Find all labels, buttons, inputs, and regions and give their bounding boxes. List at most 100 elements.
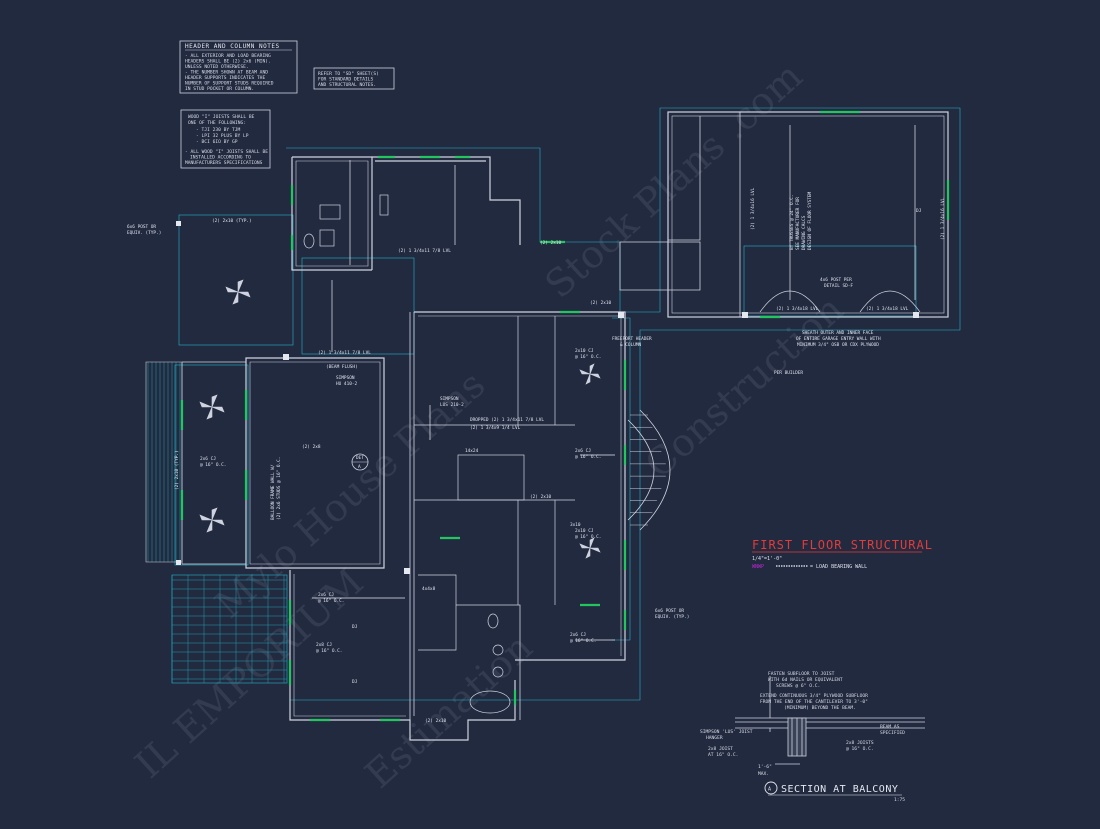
- note-line: UNLESS NOTED OTHERWISE.: [185, 64, 249, 70]
- callout-label: DET: [356, 455, 364, 461]
- balloon-wall-label: (2) 2x6 STUDS @ 16" O.C.: [276, 457, 282, 520]
- note-line: - ALL EXTERIOR AND LOAD BEARING: [185, 53, 271, 59]
- sheath-note: MINIMUM 3/4" OSB OR CDX PLYWOOD: [797, 342, 879, 348]
- section-note: HANGER: [706, 735, 723, 741]
- section-note: 2x8 JOIST: [708, 746, 733, 752]
- hanger-label: SIMPSON: [336, 375, 355, 381]
- note-line: IN STUD POCKET OR COLUMN.: [185, 86, 254, 92]
- freeport-label: FREEPORT HEADER: [612, 336, 652, 342]
- beam-label: (2) 1 3/4x9 1/4 LVL: [470, 425, 521, 431]
- garage-beams: [759, 290, 921, 313]
- beam-label: (2) 1 3/4x11 7/8 LVL: [318, 350, 371, 356]
- joist-label: @ 16" O.C.: [575, 354, 601, 360]
- fan-icon: [199, 394, 225, 420]
- header-label: (2) 2x10: [590, 300, 612, 306]
- appliance-icon: [319, 204, 341, 220]
- beam-label: (2) 1 3/4x16 LVL: [940, 197, 946, 240]
- fixtures: [303, 194, 511, 714]
- plan-labels: 6x6 POST OR EQUIV. (TYP.) (2) 2x10 (TYP.…: [127, 187, 946, 724]
- beam-label: (2) 1 3/4x11 7/8 LVL: [398, 248, 451, 254]
- section-note: SPECIFIED: [880, 730, 905, 736]
- section-dim: 1'-6": [758, 764, 772, 770]
- header-label: 3x10: [570, 522, 581, 528]
- posts: [176, 221, 919, 574]
- per-builder-label: PER BUILDER: [774, 370, 803, 376]
- header-label: (2) 2x8: [302, 444, 321, 450]
- section-detail: FASTEN SUBFLOOR TO JOIST WITH 6d NAILS O…: [700, 671, 925, 803]
- joist-label: 2x6 CJ: [570, 632, 586, 638]
- post-label: 4x6 POST PER: [820, 277, 852, 283]
- fan-icon: [199, 507, 225, 533]
- joist-label: @ 16" O.C.: [200, 462, 226, 468]
- garage-note: DESIGN OF FLOOR SYSTEM: [807, 191, 813, 250]
- garage-note: DRAWING CALCS: [801, 215, 807, 250]
- joist-label: @ 16" O.C.: [575, 534, 601, 540]
- legend-text: = LOAD BEARING WALL: [810, 564, 867, 570]
- section-note: @ 16" O.C.: [846, 746, 874, 752]
- section-note: 2x8 JOISTS: [846, 740, 874, 746]
- dj-label: DJ: [352, 624, 358, 630]
- girder-label: (2) 2x10 (TYP.): [174, 450, 180, 490]
- section-note: EXTEND CONTINUOUS 3/4" PLYWOOD SUBFLOOR: [760, 693, 868, 699]
- dj-label: DJ: [916, 208, 922, 214]
- garage-note: SEE MANUFACTURER FOR: [795, 197, 801, 250]
- joist-label: 2x10 CJ: [575, 348, 594, 354]
- post-label: 6x6 POST OR: [127, 224, 156, 230]
- sheath-note: OF ENTIRE GARAGE ENTRY WALL WITH: [796, 336, 881, 342]
- note-line: FOR STANDARD DETAILS: [318, 77, 374, 83]
- beam-flush-label: (BEAM FLUSH): [326, 364, 358, 370]
- section-dim: MAX.: [758, 771, 769, 777]
- sink-icon: [492, 666, 504, 678]
- note-line: REFER TO "SD" SHEET(S): [318, 71, 379, 77]
- note-line: - TJI 230 BY TJM: [196, 127, 240, 133]
- section-note: AT 16" O.C.: [708, 752, 738, 758]
- beam-label: (2) 1 3/4x16 LVL: [750, 187, 756, 230]
- ceiling-fans: [199, 279, 601, 559]
- header-label: (2) 2x10: [425, 718, 447, 724]
- beam-label: (2) 1 3/4x18 LVL: [866, 306, 909, 312]
- header-label: 14x24: [465, 448, 479, 454]
- fan-icon: [579, 363, 601, 385]
- header-label: 4x4x8: [422, 586, 436, 592]
- section-callout: DET A: [351, 453, 369, 471]
- toilet-icon: [487, 613, 499, 629]
- header-label: (2) 2x10: [530, 494, 552, 500]
- note-line: WOOD "I" JOISTS SHALL BE: [188, 114, 255, 120]
- section-note: SIMPSON 'LUS' JOIST: [700, 729, 753, 735]
- section-note: SCREWS @ 6" O.C.: [776, 683, 820, 689]
- garage-note: BY TRUSSES @ 24" O.C.: [789, 194, 795, 250]
- joist-label: 2x6 CJ: [200, 456, 216, 462]
- windows: [180, 110, 950, 722]
- sheet-scale: 1/4"=1'-0": [752, 556, 782, 562]
- bathtub-icon: [469, 690, 511, 714]
- note-line: HEADERS SHALL BE (2) 2x6 (MIN).: [185, 59, 271, 65]
- section-note: FROM THE END OF THE CANTILEVER TO 3'-0": [760, 699, 868, 705]
- note-line: INSTALLED ACCORDING TO: [190, 155, 251, 161]
- sheet-title-text: FIRST FLOOR STRUCTURAL: [752, 538, 933, 552]
- sink-icon: [492, 644, 504, 656]
- legend-symbol-label: WNWP: [752, 564, 764, 570]
- post-label: EQUIV. (TYP.): [655, 614, 689, 620]
- section-note: (MINIMUM) BEYOND THE BEAM.: [784, 705, 856, 711]
- joist-label: 2x10 CJ: [575, 528, 594, 534]
- note-line: ONE OF THE FOLLOWING:: [188, 120, 246, 126]
- note-line: MANUFACTURERS SPECIFICATIONS: [185, 160, 263, 166]
- section-note: WITH 6d NAILS OR EQUIVALENT: [768, 677, 843, 683]
- note-line: - ALL WOOD "I" JOISTS SHALL BE: [185, 149, 268, 155]
- section-marker: A: [768, 787, 771, 793]
- fan-icon: [579, 537, 601, 559]
- porch-decking: [147, 362, 666, 683]
- fan-icon: [225, 279, 251, 305]
- toilet-icon: [303, 233, 315, 249]
- joist-label: 2x6 CJ: [575, 448, 591, 454]
- note-line: HEADER SUPPORTS INDICATES THE: [185, 75, 265, 81]
- hanger-label: LUS 210-2: [440, 402, 464, 408]
- beam-label: DROPPED (2) 1 3/4x11 7/8 LVL: [470, 417, 544, 423]
- sink-icon: [319, 229, 335, 247]
- wood-joist-notes: WOOD "I" JOISTS SHALL BE ONE OF THE FOLL…: [180, 109, 271, 169]
- note-line: - THE NUMBER SHOWN AT BEAM AND: [185, 70, 268, 76]
- post-label: EQUIV. (TYP.): [127, 230, 161, 236]
- joist-label: @ 16" O.C.: [318, 598, 344, 604]
